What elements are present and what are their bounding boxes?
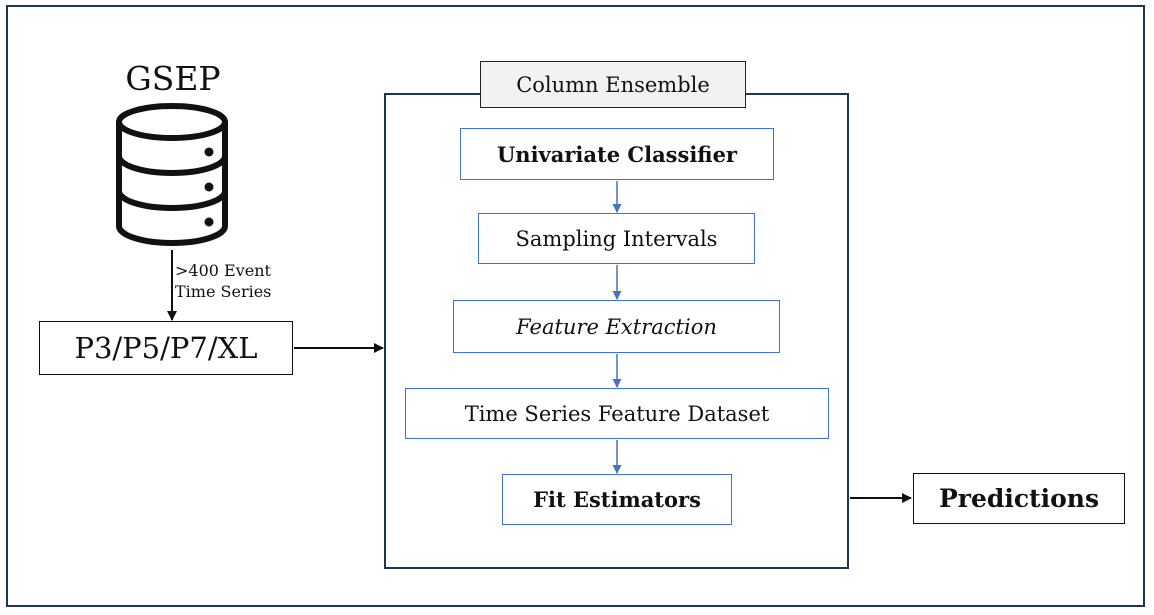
step-fit-estimators: Fit Estimators xyxy=(502,474,732,525)
step-univariate-classifier: Univariate Classifier xyxy=(460,128,774,180)
step-feature-extraction: Feature Extraction xyxy=(453,300,780,353)
database-title: GSEP xyxy=(125,59,221,98)
step-sampling-intervals: Sampling Intervals xyxy=(478,213,755,264)
edge-note-line1: >400 Event xyxy=(175,261,271,280)
sources-box: P3/P5/P7/XL xyxy=(39,321,293,375)
ensemble-label: Column Ensemble xyxy=(480,61,746,108)
edge-note-line2: Time Series xyxy=(175,282,272,301)
edge-note: >400 Event Time Series xyxy=(175,260,271,302)
predictions-box: Predictions xyxy=(913,473,1125,524)
step-feature-dataset: Time Series Feature Dataset xyxy=(405,388,829,439)
database-icon xyxy=(116,103,228,246)
